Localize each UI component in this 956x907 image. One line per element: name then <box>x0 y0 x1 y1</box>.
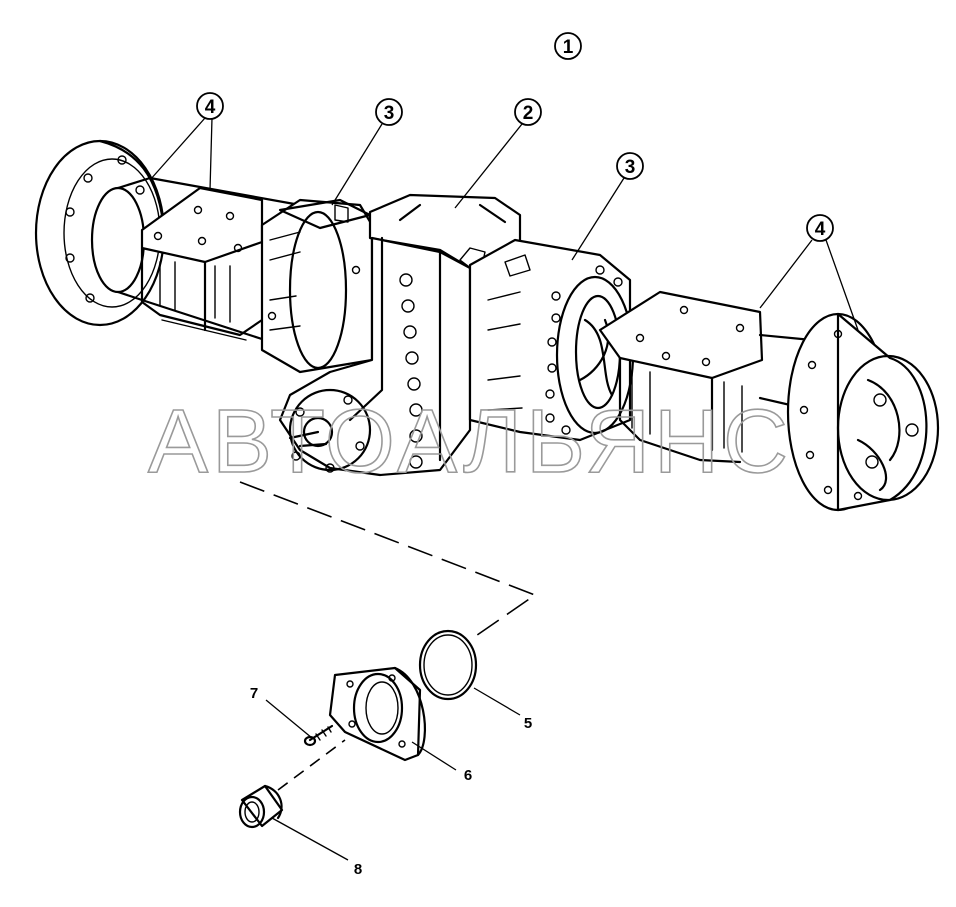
o-ring <box>418 629 478 701</box>
callout-5: 5 <box>524 715 532 732</box>
callout-8: 8 <box>354 861 362 878</box>
right-wheel-hub <box>786 312 940 512</box>
callout-4-left: 4 <box>196 92 224 120</box>
callout-6: 6 <box>464 767 472 784</box>
bushing-alignment-line <box>277 739 346 791</box>
bushing <box>238 784 284 829</box>
left-brake-housing <box>260 198 374 374</box>
screw <box>303 724 334 747</box>
svg-text:3: 3 <box>625 157 636 178</box>
left-axle-trumpet <box>116 176 302 342</box>
center-differential-housing <box>278 193 522 477</box>
svg-text:4: 4 <box>205 97 216 118</box>
callout-4-right: 4 <box>806 214 834 242</box>
callout-2: 2 <box>514 98 542 126</box>
watermark-text: АВТОАЛЬЯНС <box>148 392 792 492</box>
callout-3-right: 3 <box>616 152 644 180</box>
assembly-path-line <box>239 481 537 641</box>
svg-text:3: 3 <box>384 103 395 124</box>
callout-1: 1 <box>554 32 582 60</box>
callout-7: 7 <box>250 685 258 702</box>
right-axle-trumpet <box>598 290 814 464</box>
callout-3-left: 3 <box>375 98 403 126</box>
flange-housing <box>328 666 426 762</box>
svg-text:1: 1 <box>563 37 574 58</box>
svg-text:2: 2 <box>523 103 534 124</box>
leader-lines <box>149 117 859 861</box>
svg-text:4: 4 <box>815 219 826 240</box>
